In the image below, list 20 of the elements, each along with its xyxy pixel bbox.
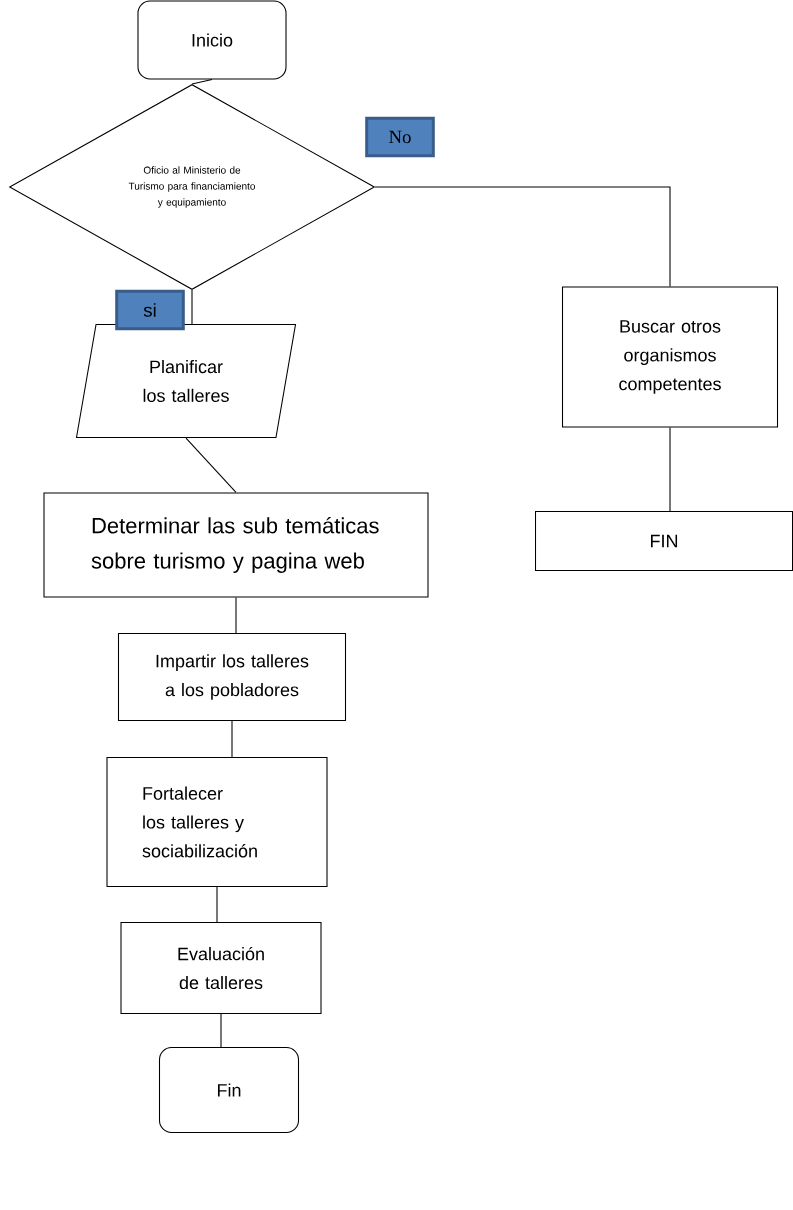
data-parallelogram: Planificar los talleres <box>75 323 297 439</box>
connector-line <box>191 79 213 85</box>
terminal-box: Fin <box>158 1046 300 1134</box>
process-box: Determinar las sub temáticas sobre turismo y pagina web <box>43 492 429 598</box>
connector-line <box>185 437 237 493</box>
connector-line <box>374 186 671 287</box>
connector-line <box>191 289 193 325</box>
process-box: Impartir los talleres a los pobladores <box>117 632 347 722</box>
terminal-box: Inicio <box>137 0 287 80</box>
connector-line <box>231 720 233 758</box>
edge-label: si <box>115 289 185 331</box>
process-box: Evaluación de talleres <box>120 921 322 1015</box>
connector-line <box>216 886 218 923</box>
process-box: Fortalecer los talleres y sociabilización <box>106 756 328 888</box>
process-box: FIN <box>534 510 793 572</box>
edge-label: No <box>365 116 435 158</box>
connector-line <box>669 427 671 512</box>
process-box: Buscar otros organismos competentes <box>561 286 779 428</box>
connector-line <box>220 1013 222 1048</box>
connector-line <box>235 597 237 634</box>
